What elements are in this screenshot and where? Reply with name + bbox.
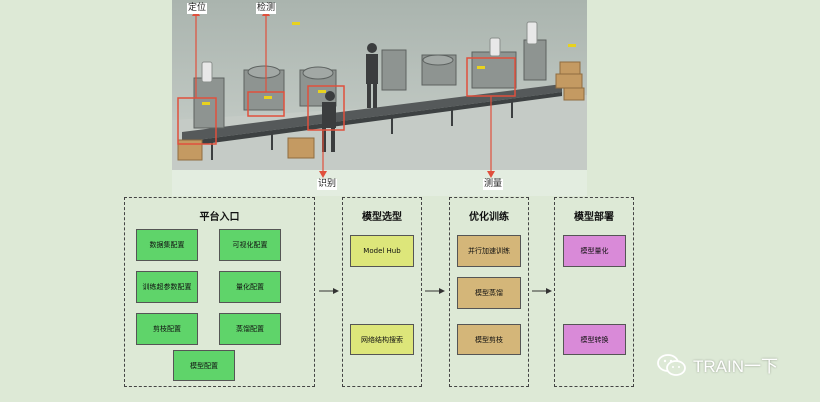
arrow-right-icon bbox=[532, 288, 552, 294]
box-quantization-config: 量化配置 bbox=[219, 271, 281, 303]
box-visualization-config: 可视化配置 bbox=[219, 229, 281, 261]
panel-model-deployment: 模型部署 模型量化 模型转换 bbox=[554, 197, 634, 387]
box-model-pruning: 模型剪枝 bbox=[457, 324, 521, 355]
arrow-right-icon bbox=[425, 288, 445, 294]
box-parallel-training: 并行加速训练 bbox=[457, 235, 521, 267]
factory-line-image bbox=[172, 0, 587, 170]
box-model-conversion: 模型转换 bbox=[563, 324, 626, 355]
panel-model-deployment-title: 模型部署 bbox=[574, 212, 614, 223]
panel-platform-entry: 平台入口 数据集配置 可视化配置 训练超参数配置 量化配置 剪枝配置 蒸馏配置 … bbox=[124, 197, 315, 387]
callout-detect: 检测 bbox=[256, 3, 277, 14]
photo-caption-strip bbox=[172, 170, 587, 196]
callout-measure: 测量 bbox=[483, 179, 504, 190]
panel-optimization-training-title: 优化训练 bbox=[469, 212, 509, 223]
watermark: TRAIN一下 bbox=[657, 352, 778, 377]
box-model-hub: Model Hub bbox=[350, 235, 414, 267]
panel-platform-entry-title: 平台入口 bbox=[199, 212, 240, 223]
panel-model-selection: 模型选型 Model Hub 网络结构搜索 bbox=[342, 197, 422, 387]
box-model-distillation: 模型蒸馏 bbox=[457, 277, 521, 309]
box-distillation-config: 蒸馏配置 bbox=[219, 313, 281, 345]
panel-model-selection-title: 模型选型 bbox=[362, 212, 402, 223]
callout-recognize: 识别 bbox=[317, 179, 338, 190]
box-hyperparam-config: 训练超参数配置 bbox=[136, 271, 198, 303]
box-model-config: 模型配置 bbox=[173, 350, 235, 381]
box-model-quantization: 模型量化 bbox=[563, 235, 626, 267]
wechat-icon bbox=[657, 353, 686, 376]
callout-locate: 定位 bbox=[187, 3, 208, 14]
box-dataset-config: 数据集配置 bbox=[136, 229, 198, 261]
arrow-right-icon bbox=[319, 288, 339, 294]
watermark-text: TRAIN一下 bbox=[693, 357, 778, 376]
box-pruning-config: 剪枝配置 bbox=[136, 313, 198, 345]
box-nas: 网络结构搜索 bbox=[350, 324, 414, 355]
panel-optimization-training: 优化训练 并行加速训练 模型蒸馏 模型剪枝 bbox=[449, 197, 529, 387]
